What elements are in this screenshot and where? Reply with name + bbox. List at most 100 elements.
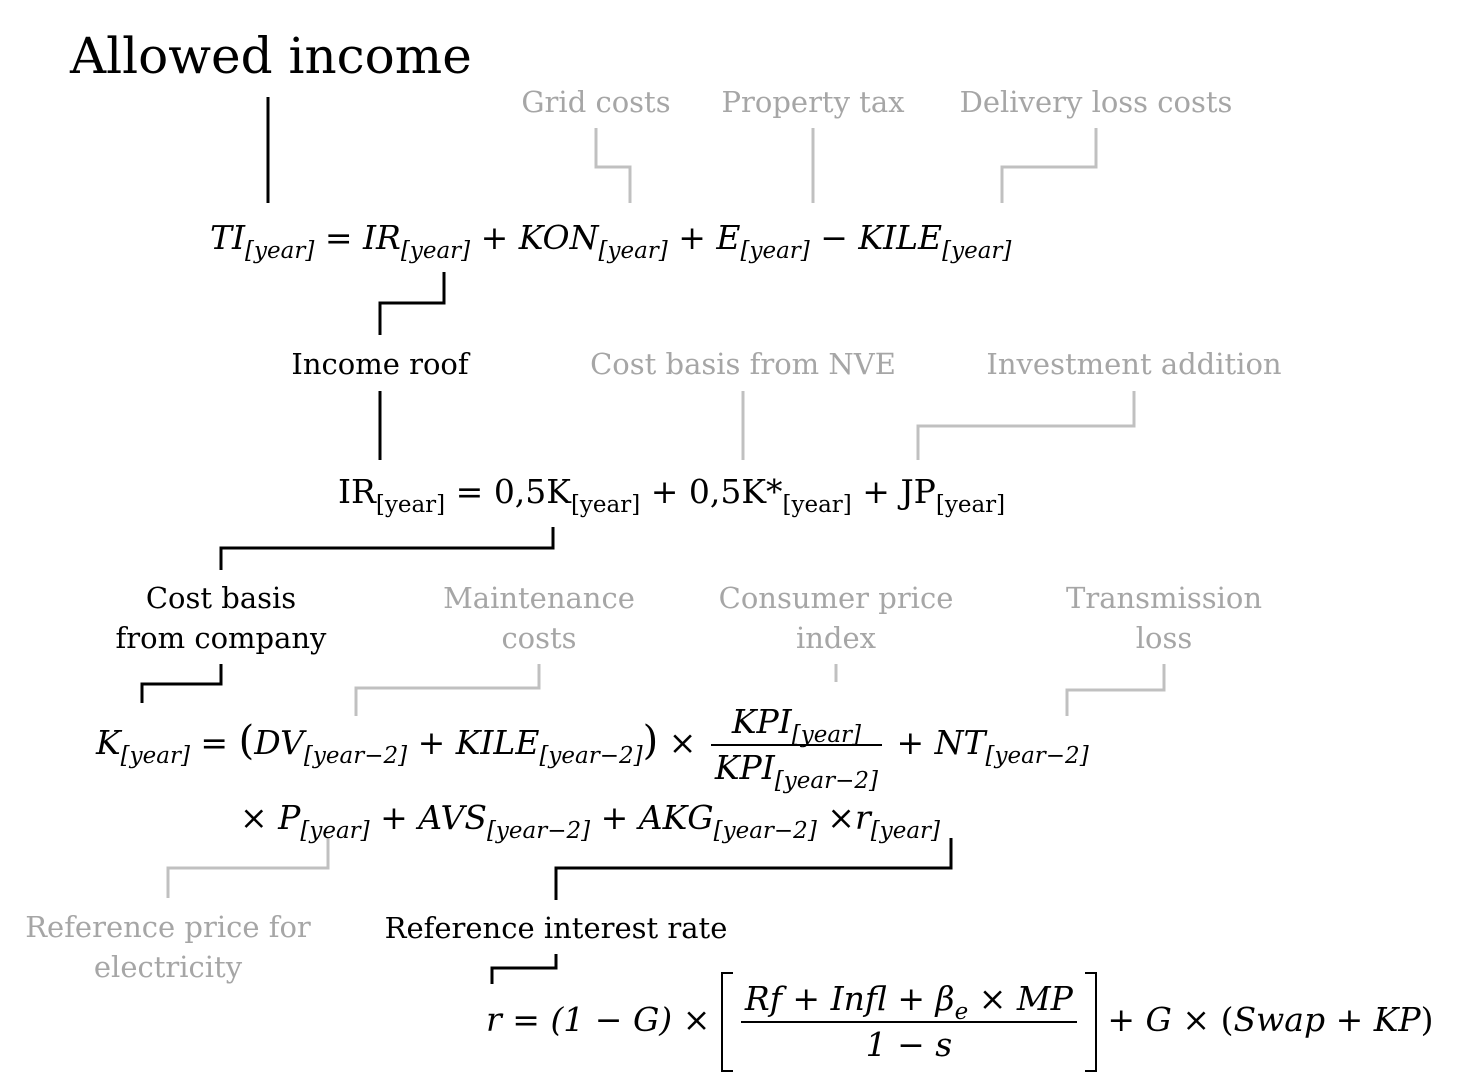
- eq-r-left-bracket: [720, 972, 733, 1072]
- eq-k2-p-sub: [year]: [300, 818, 370, 844]
- eq-ir-k: 0,5K: [493, 472, 571, 511]
- eq-k2-times-2: ×: [827, 798, 855, 837]
- eq-r-rf: Rf: [744, 979, 782, 1018]
- eq-r-den: 1 − s: [865, 1025, 953, 1064]
- equation-k-line2: × P[year] + AVS[year−2] + AKG[year−2] ×r…: [240, 796, 940, 843]
- eq-k-dv: DV: [254, 723, 304, 762]
- eq-ti-plus-1: +: [480, 218, 509, 257]
- eq-r-right-bracket: [1084, 972, 1097, 1072]
- label-investment-addition: Investment addition: [986, 347, 1282, 381]
- eq-k2-akg-sub: [year−2]: [713, 818, 817, 844]
- eq-ir-kstar-sub: [year]: [782, 492, 852, 518]
- connector-reference-interest-r-eq: [490, 954, 558, 984]
- label-transmission-line2: loss: [1135, 621, 1193, 655]
- eq-ir-symbol: IR: [338, 472, 376, 511]
- eq-r-beta: β: [935, 979, 955, 1018]
- eq-ir-equals: =: [455, 472, 484, 511]
- eq-ti-e-sub: [year]: [740, 238, 810, 264]
- eq-r-infl: Infl: [830, 979, 887, 1018]
- eq-ti-kon: KON: [518, 218, 599, 257]
- connector-delivery-loss: [1000, 128, 1098, 203]
- eq-r-beta-sub: e: [954, 999, 969, 1025]
- eq-ti-plus-2: +: [678, 218, 706, 257]
- eq-ir-plus-1: +: [650, 472, 679, 511]
- eq-r-times-2: ×: [978, 979, 1007, 1018]
- eq-k-plus-1: +: [417, 723, 446, 762]
- label-maintenance-costs: Maintenance costs: [443, 578, 635, 658]
- eq-r-symbol: r: [486, 1000, 502, 1039]
- connector-maintenance: [354, 664, 541, 716]
- eq-r-kp: KP: [1373, 1000, 1421, 1039]
- eq-ir-plus-2: +: [862, 472, 890, 511]
- eq-r-g: G: [1145, 1000, 1172, 1039]
- page-title: Allowed income: [70, 27, 472, 85]
- label-reference-interest-rate: Reference interest rate: [384, 911, 728, 945]
- eq-ti-sub: [year]: [245, 238, 315, 264]
- eq-k-times-1: ×: [668, 723, 697, 762]
- eq-k-kpi-num: KPI: [731, 702, 792, 741]
- equation-ti: TI[year] = IR[year] + KON[year] + E[year…: [210, 216, 1011, 263]
- eq-k-kpi-fraction: KPI[year] KPI[year−2]: [710, 700, 882, 793]
- eq-k-nt-sub: [year−2]: [985, 743, 1089, 769]
- eq-ti-minus: −: [820, 218, 848, 257]
- eq-k2-r-sub: [year]: [870, 818, 940, 844]
- eq-ir-jp: JP: [900, 472, 936, 511]
- eq-k2-times-1: ×: [240, 798, 268, 837]
- eq-k-kpi-denominator: KPI[year−2]: [711, 746, 882, 793]
- eq-r-denominator: 1 − s: [741, 1023, 1077, 1067]
- eq-r-times-3: ×: [1182, 1000, 1211, 1039]
- label-consumer-price-index: Consumer price index: [719, 578, 954, 658]
- eq-r-swap: Swap: [1233, 1000, 1326, 1039]
- eq-ti-equals: =: [324, 218, 353, 257]
- label-property-tax: Property tax: [721, 85, 905, 119]
- connector-investment-addition: [916, 391, 1136, 460]
- eq-k-kpi-den: KPI: [714, 748, 775, 787]
- eq-r-fraction: Rf + Infl + βe × MP 1 − s: [740, 977, 1077, 1067]
- label-reference-price-line2: electricity: [93, 950, 243, 984]
- eq-r-plus-4: +: [1335, 1000, 1364, 1039]
- equation-ir: IR[year] = 0,5K[year] + 0,5K*[year] + JP…: [338, 470, 1005, 517]
- eq-k-kile-sub: [year−2]: [539, 743, 643, 769]
- connector-r-reference-interest: [554, 838, 953, 900]
- eq-ir-jp-sub: [year]: [935, 492, 1006, 518]
- eq-ti-symbol: TI: [210, 218, 246, 257]
- connector-cost-basis-company-k-eq: [140, 664, 223, 703]
- label-income-roof: Income roof: [291, 347, 469, 381]
- label-cpi-line2: index: [795, 621, 877, 655]
- eq-ti-kile-sub: [year]: [942, 238, 1012, 264]
- connector-k-cost-basis-company: [219, 527, 555, 570]
- label-cost-basis-company-line1: Cost basis: [145, 581, 297, 615]
- eq-k-equals: =: [200, 723, 229, 762]
- label-cost-basis-company-line2: from company: [115, 621, 327, 655]
- eq-k-nt: NT: [934, 723, 986, 762]
- eq-k-dv-sub: [year−2]: [303, 743, 408, 769]
- connector-reference-price: [166, 838, 330, 898]
- equation-k-line1: K[year] = (DV[year−2] + KILE[year−2]) × …: [96, 700, 1089, 793]
- label-transmission-line1: Transmission: [1065, 581, 1263, 615]
- eq-k-symbol: K: [96, 723, 121, 762]
- label-transmission-loss: Transmission loss: [1066, 578, 1262, 658]
- eq-k2-r: r: [854, 798, 871, 837]
- label-maintenance-line1: Maintenance: [443, 581, 635, 615]
- connector-grid-costs: [594, 128, 632, 203]
- eq-k2-plus-1: +: [380, 798, 408, 837]
- eq-k-kpi-num-sub: [year]: [791, 722, 861, 748]
- eq-ti-ir: IR: [362, 218, 401, 257]
- eq-ti-e: E: [716, 218, 741, 257]
- eq-k2-avs-sub: [year−2]: [486, 818, 591, 844]
- eq-k2-plus-2: +: [600, 798, 629, 837]
- eq-r-equals: =: [512, 1000, 540, 1039]
- eq-r-plus-2: +: [897, 979, 926, 1018]
- eq-r-times-1: ×: [682, 1000, 711, 1039]
- eq-r-numerator: Rf + Infl + βe × MP: [740, 977, 1077, 1025]
- eq-r-plus-1: +: [792, 979, 821, 1018]
- label-cpi-line1: Consumer price: [718, 581, 954, 615]
- eq-k-rparen: ): [642, 718, 659, 764]
- eq-ir-k-sub: [year]: [570, 492, 641, 518]
- equation-r: r = (1 − G) × Rf + Infl + βe × MP 1 − s …: [486, 972, 1434, 1072]
- label-cost-basis-company: Cost basis from company: [116, 578, 327, 658]
- eq-k-kpi-den-sub: [year−2]: [774, 768, 878, 794]
- eq-ti-kon-sub: [year]: [598, 238, 668, 264]
